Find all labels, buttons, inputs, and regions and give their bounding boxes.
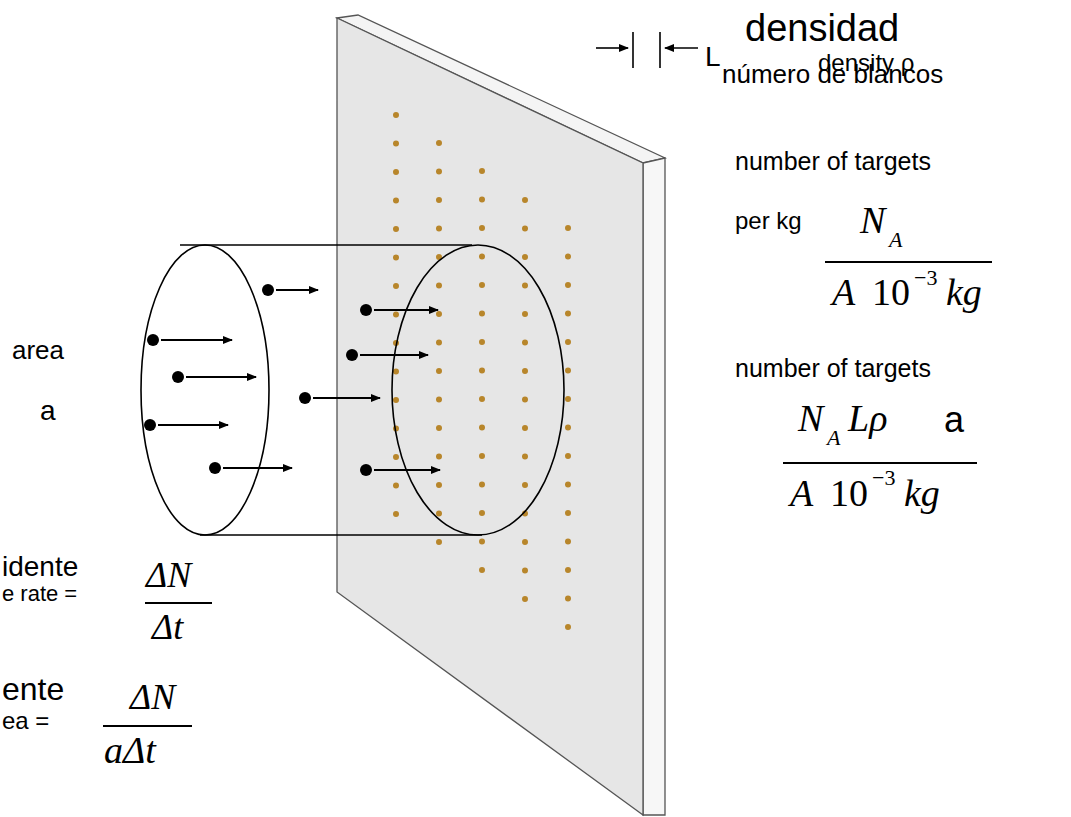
formula-term: 10: [830, 473, 868, 515]
formula-term: N: [860, 200, 885, 242]
target-dots: [396, 115, 568, 633]
flux-label: ea =: [2, 708, 49, 734]
formula-term: A: [790, 473, 813, 515]
formula-term: N: [798, 398, 823, 440]
formula-exponent: −3: [872, 466, 895, 490]
heading: densidad: [745, 8, 899, 50]
rate-label: e rate =: [2, 582, 77, 606]
particles: [144, 284, 372, 476]
area-symbol: a: [40, 396, 56, 427]
note: number of targets: [735, 148, 931, 176]
heading: número de blancos: [722, 60, 943, 89]
formula-exponent: −3: [914, 266, 937, 290]
formula-term: Lρ: [848, 398, 887, 440]
formula-term: 10: [872, 272, 910, 314]
formula-subscript: A: [827, 426, 840, 450]
formula-term: kg: [904, 473, 940, 515]
particle-arrows: [158, 290, 440, 470]
slab-side-face: [643, 158, 665, 815]
formula-term: ΔN: [130, 678, 175, 718]
formula-term: kg: [946, 272, 982, 314]
formula-term: a: [944, 400, 964, 440]
thickness-dimension: [596, 32, 698, 68]
flux-label: ente: [2, 672, 64, 707]
fraction-bars: [103, 262, 992, 726]
rate-label: idente: [2, 552, 78, 583]
slab-front-face: [337, 18, 643, 815]
formula-term: ΔN: [146, 556, 191, 596]
formula-term: A: [832, 272, 855, 314]
note: number of targets: [735, 355, 931, 383]
beam-ellipse: [392, 245, 564, 535]
beam-end-ellipse: [141, 245, 269, 535]
area-label: area: [12, 336, 64, 365]
formula-subscript: A: [889, 228, 902, 252]
formula-term: aΔt: [104, 730, 156, 772]
dimension-label: L: [705, 42, 721, 73]
formula-term: Δt: [152, 608, 183, 648]
note: per kg: [735, 208, 802, 234]
